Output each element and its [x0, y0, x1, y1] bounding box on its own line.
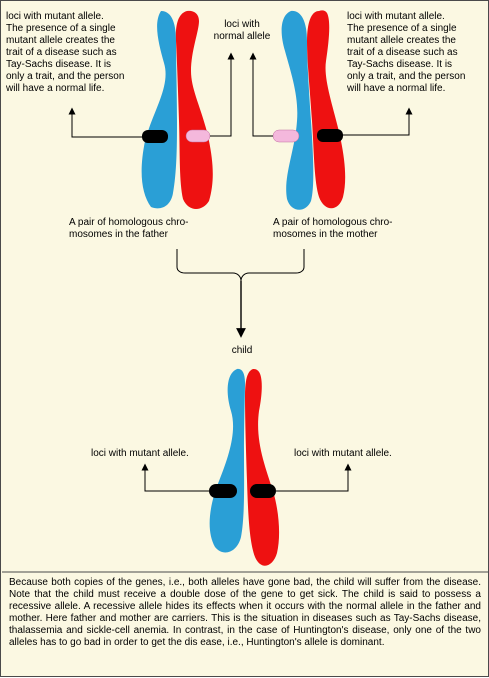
mother-mutant-arrow	[343, 107, 413, 136]
child-left-arrow	[141, 463, 209, 492]
father-mutant-arrow	[68, 107, 142, 138]
child-right-mutant-locus	[250, 484, 276, 498]
child-right-mutant-label: loci with mutant allele.	[294, 448, 392, 459]
child-red-chromatid	[245, 369, 280, 566]
father-normal-locus	[185, 129, 211, 143]
inheritance-brace	[176, 249, 305, 282]
mother-normal-arrow	[249, 52, 273, 137]
father-normal-arrow	[210, 52, 235, 137]
father-blue-chromatid	[141, 11, 177, 209]
father-mutant-note: loci with mutant allele. The presence of…	[6, 11, 125, 94]
mother-chromosome-pair	[272, 10, 346, 210]
child-left-mutant-label: loci with mutant allele.	[91, 448, 189, 459]
father-pair-label: A pair of homologous chro- mosomes in th…	[69, 217, 189, 240]
mother-red-chromatid	[307, 10, 346, 209]
mother-pair-label: A pair of homologous chro- mosomes in th…	[273, 217, 393, 240]
father-chromosome-pair	[141, 10, 213, 210]
mother-mutant-note: loci with mutant allele. The presence of…	[347, 11, 466, 94]
child-right-arrow	[276, 463, 352, 492]
father-red-chromatid	[175, 10, 213, 210]
explanation-caption: Because both copies of the genes, i.e., …	[9, 577, 481, 648]
father-mutant-locus	[142, 130, 168, 143]
child-chromosome-pair	[209, 368, 280, 566]
child-blue-chromatid	[209, 368, 245, 553]
child-left-mutant-locus	[209, 484, 237, 498]
normal-allele-label: loci with normal allele	[213, 19, 271, 42]
mother-mutant-locus	[317, 129, 343, 142]
mother-normal-locus	[272, 129, 300, 143]
mother-blue-chromatid	[281, 10, 314, 210]
child-label: child	[231, 345, 253, 356]
